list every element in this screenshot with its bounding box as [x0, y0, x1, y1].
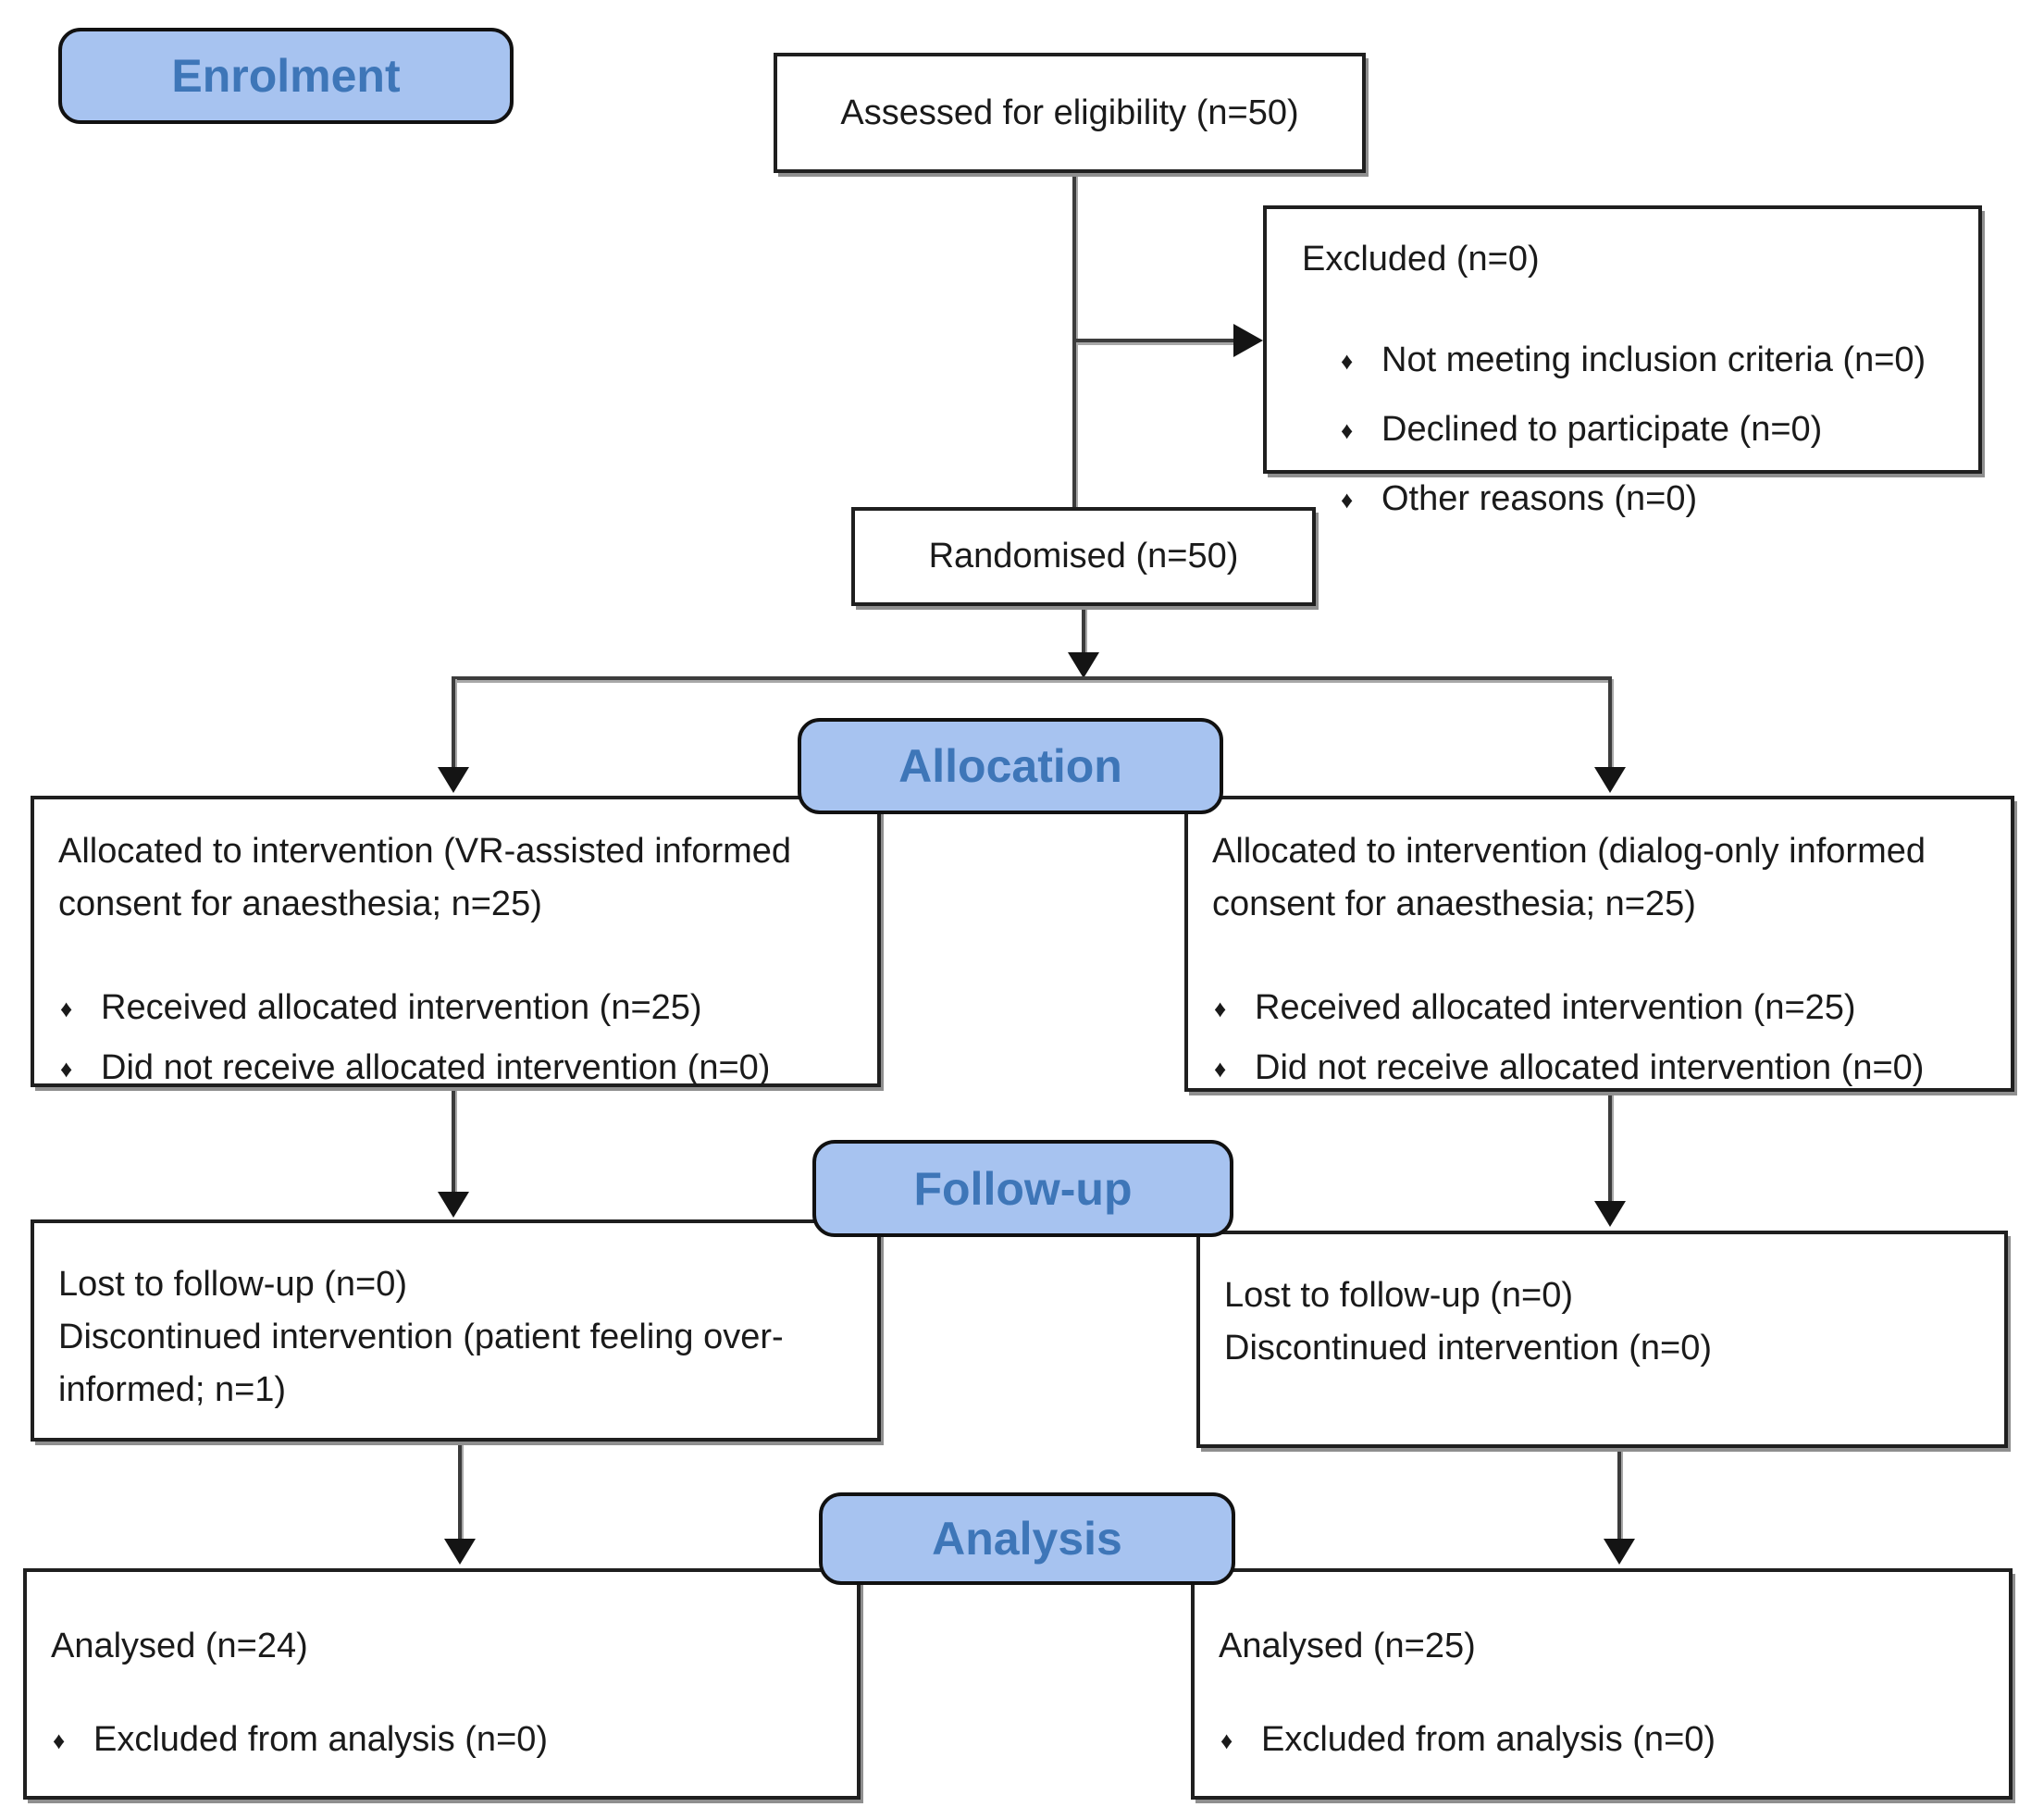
connector-alloc-to-followup-right: [1608, 1092, 1612, 1203]
allocation-vr-bullet: Received allocated intervention (n=25): [58, 982, 868, 1035]
followup-dialog-lost-text: Lost to follow-up (n=0): [1224, 1276, 1574, 1315]
arrowhead-down-alloc-right-icon: [1594, 767, 1626, 793]
followup-dialog-discontinued-text: Discontinued intervention (n=0): [1224, 1329, 1713, 1368]
connector-alloc-to-followup-left: [452, 1087, 455, 1194]
arrowhead-down-followup-right-icon: [1594, 1201, 1626, 1227]
excluded-bullet: Not meeting inclusion criteria (n=0): [1339, 334, 1969, 388]
randomised-text: Randomised (n=50): [928, 537, 1239, 576]
arrowhead-down-randomised-icon: [1068, 652, 1099, 678]
box-analysis-vr-arm: Analysed (n=24) Excluded from analysis (…: [23, 1568, 861, 1800]
box-analysis-dialog-arm: Analysed (n=25) Excluded from analysis (…: [1191, 1568, 2013, 1800]
arrowhead-down-followup-left-icon: [438, 1192, 469, 1218]
analysis-dialog-bullet: Excluded from analysis (n=0): [1219, 1714, 2000, 1767]
box-allocation-dialog-arm: Allocated to intervention (dialog-only i…: [1184, 796, 2014, 1095]
banner-followup: Follow-up: [812, 1140, 1233, 1237]
allocation-vr-bullet: Did not receive allocated intervention (…: [58, 1042, 868, 1095]
analysis-vr-bullet-list: Excluded from analysis (n=0): [51, 1714, 848, 1767]
banner-allocation: Allocation: [798, 718, 1223, 814]
allocation-dialog-bullet: Did not receive allocated intervention (…: [1212, 1042, 2001, 1095]
connector-branch-to-alloc-left: [452, 676, 455, 769]
box-excluded: Excluded (n=0) Not meeting inclusion cri…: [1263, 205, 1982, 526]
arrowhead-down-analysis-left-icon: [444, 1539, 476, 1565]
allocation-dialog-bullet-list: Received allocated intervention (n=25) D…: [1212, 982, 2001, 1095]
assessed-text: Assessed for eligibility (n=50): [840, 93, 1299, 132]
connector-branch-to-alloc-right: [1608, 676, 1612, 769]
box-followup-vr-arm: Lost to follow-up (n=0) Discontinued int…: [31, 1219, 881, 1442]
banner-analysis: Analysis: [819, 1492, 1235, 1585]
banner-enrolment: Enrolment: [58, 28, 514, 124]
allocation-dialog-text: Allocated to intervention (dialog-only i…: [1212, 832, 1926, 923]
box-allocation-vr-arm: Allocated to intervention (VR-assisted i…: [31, 796, 881, 1095]
box-followup-dialog-arm: Lost to follow-up (n=0) Discontinued int…: [1196, 1231, 2008, 1448]
connector-randomisation-branch: [453, 676, 1612, 680]
analysis-vr-title: Analysed (n=24): [51, 1627, 308, 1665]
connector-randomised-down: [1082, 606, 1085, 654]
connector-followup-to-analysis-right: [1617, 1448, 1621, 1541]
allocation-vr-text: Allocated to intervention (VR-assisted i…: [58, 832, 792, 923]
box-randomised: Randomised (n=50): [851, 507, 1316, 606]
followup-vr-discontinued-text: Discontinued intervention (patient feeli…: [58, 1318, 784, 1409]
connector-branch-to-excluded: [1074, 339, 1236, 342]
connector-followup-to-analysis-left: [458, 1442, 462, 1541]
arrowhead-right-excluded-icon: [1233, 324, 1263, 357]
box-assessed-for-eligibility: Assessed for eligibility (n=50): [774, 53, 1366, 173]
allocation-dialog-bullet: Received allocated intervention (n=25): [1212, 982, 2001, 1035]
excluded-bullet-list: Not meeting inclusion criteria (n=0) Dec…: [1339, 334, 1969, 526]
arrowhead-down-alloc-left-icon: [438, 767, 469, 793]
arrowhead-down-analysis-right-icon: [1604, 1539, 1635, 1565]
allocation-vr-bullet-list: Received allocated intervention (n=25) D…: [58, 982, 868, 1095]
excluded-bullet: Declined to participate (n=0): [1339, 403, 1969, 457]
excluded-title: Excluded (n=0): [1302, 240, 1540, 278]
followup-vr-lost-text: Lost to follow-up (n=0): [58, 1265, 408, 1304]
excluded-bullet: Other reasons (n=0): [1339, 473, 1969, 526]
analysis-vr-bullet: Excluded from analysis (n=0): [51, 1714, 848, 1767]
analysis-dialog-title: Analysed (n=25): [1219, 1627, 1476, 1665]
analysis-dialog-bullet-list: Excluded from analysis (n=0): [1219, 1714, 2000, 1767]
